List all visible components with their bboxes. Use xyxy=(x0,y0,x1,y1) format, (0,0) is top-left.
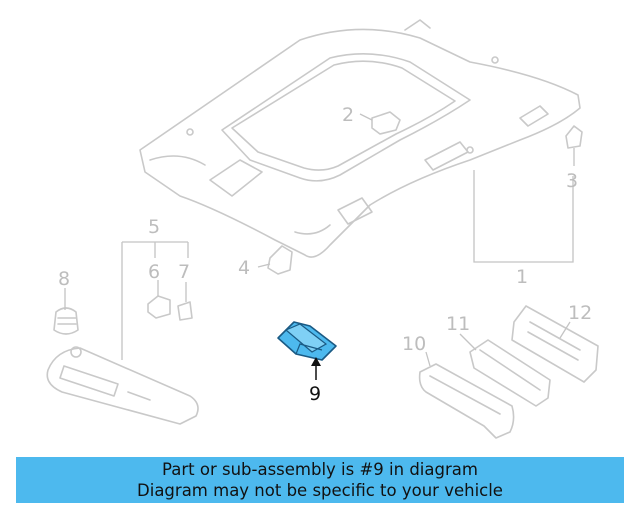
callout-10: 10 xyxy=(402,333,426,355)
part-8-holder xyxy=(53,307,79,335)
callout-11: 11 xyxy=(446,313,470,335)
headliner-drawing xyxy=(139,19,581,258)
part-12-console xyxy=(511,305,599,383)
banner-line-part: Part or sub-assembly is #9 in diagram xyxy=(162,460,478,479)
part-2-clip xyxy=(371,111,401,135)
parts-diagram: 2 3 4 5 6 7 8 1 9 10 11 12 xyxy=(46,19,599,439)
part-6-clip xyxy=(147,295,171,319)
part-9-highlighted xyxy=(277,321,337,361)
callout-6: 6 xyxy=(148,261,160,283)
callout-5: 5 xyxy=(148,216,160,238)
callout-7: 7 xyxy=(178,261,190,283)
part-info-banner: Part or sub-assembly is #9 in diagram Di… xyxy=(16,457,624,503)
callout-12: 12 xyxy=(568,302,592,324)
part-4-bracket xyxy=(267,245,293,275)
banner-line-disclaimer: Diagram may not be specific to your vehi… xyxy=(137,481,503,500)
part-3-clip xyxy=(565,125,583,149)
part-7-clip xyxy=(177,301,193,321)
callout-8: 8 xyxy=(58,268,70,290)
callout-3: 3 xyxy=(566,170,578,192)
part-10-grab-handle xyxy=(418,363,515,439)
callout-9: 9 xyxy=(309,383,321,405)
part-11-bracket xyxy=(469,339,551,407)
callout-2: 2 xyxy=(342,104,354,126)
leader-lines xyxy=(64,113,575,380)
callout-1: 1 xyxy=(516,266,528,288)
callout-labels: 2 3 4 5 6 7 8 1 9 10 11 12 xyxy=(58,104,592,405)
part-5-sun-visor xyxy=(46,346,199,425)
callout-4: 4 xyxy=(238,257,250,279)
